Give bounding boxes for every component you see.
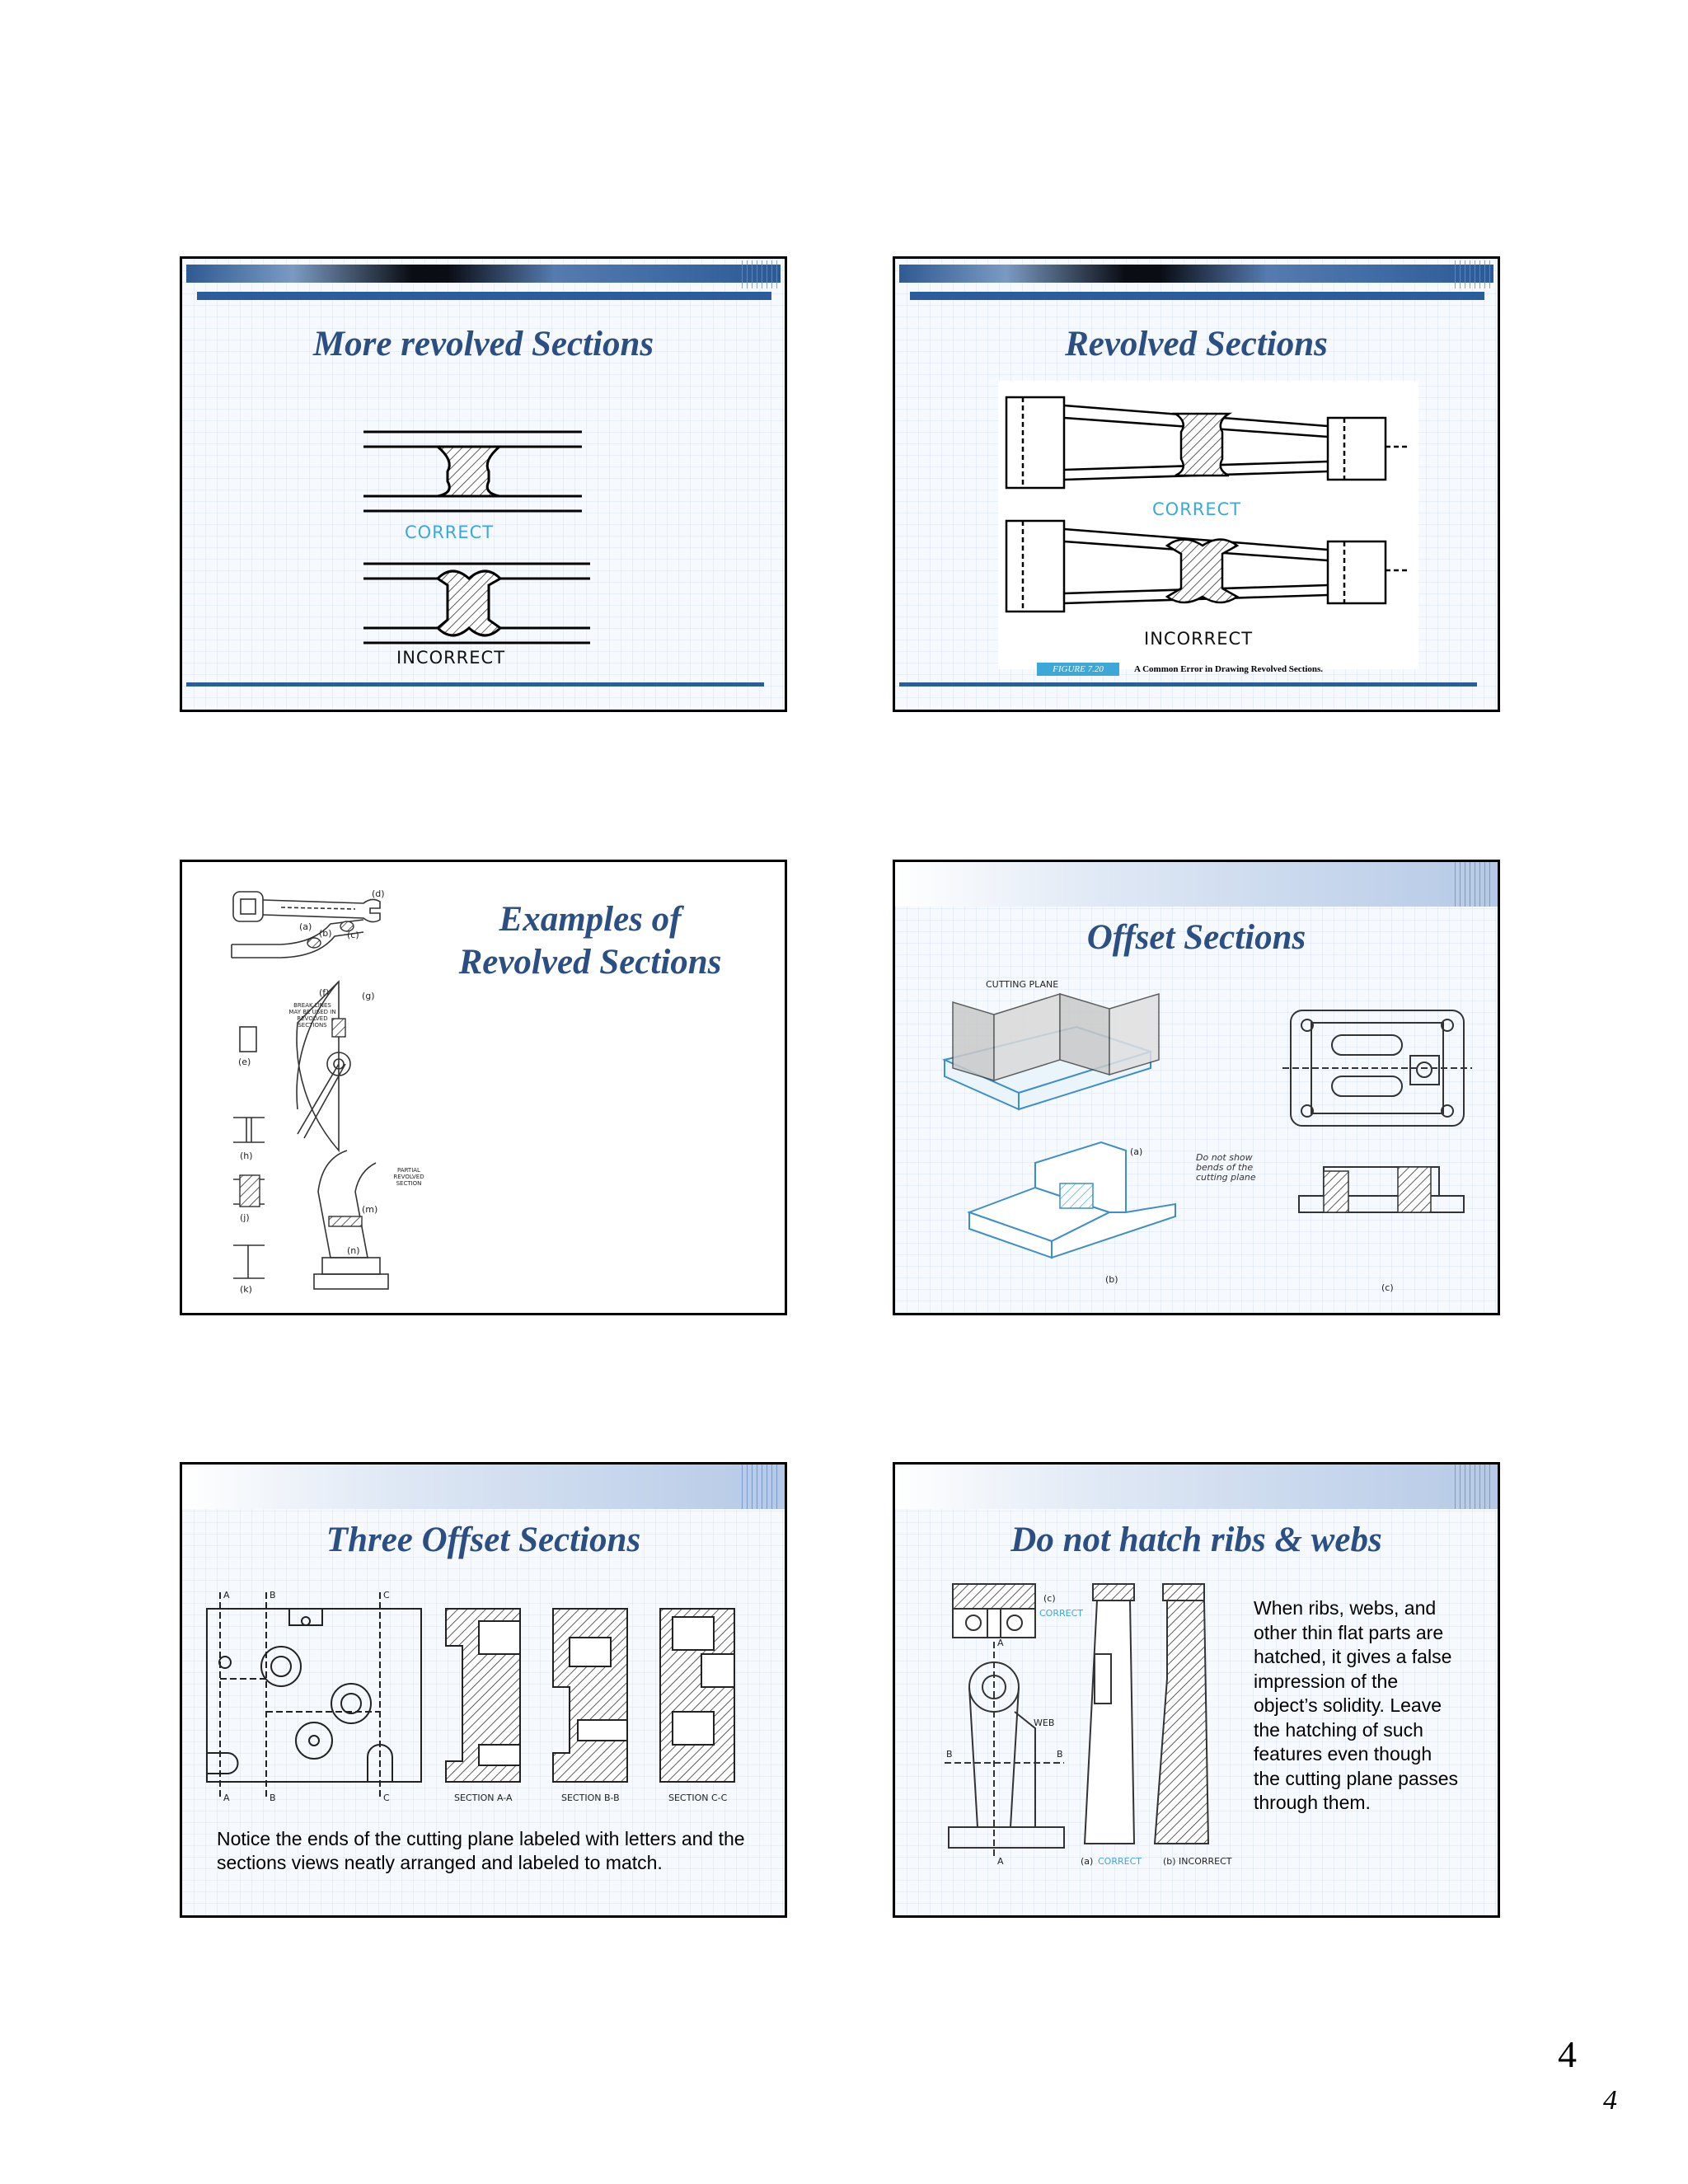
label-h: (h) [240, 1151, 253, 1161]
plane-b-top: B [270, 1590, 276, 1601]
label-a: (a) [1081, 1856, 1093, 1867]
slide-title-line1: Examples of Revolved Sections [458, 900, 722, 982]
plane-c-bottom: C [383, 1793, 390, 1802]
ibeam-figure [363, 430, 590, 644]
slide-title: Do not hatch ribs & webs [1010, 1521, 1382, 1559]
offset-sections-figure: CUTTING PLANE (a) (b) [941, 979, 1472, 1293]
cutting-plane-label: CUTTING PLANE [986, 979, 1058, 990]
label-k: (k) [240, 1284, 252, 1295]
break-lines-note: BREAK LINES MAY BE USED IN REVOLVED SECT… [288, 1002, 336, 1029]
page-number-large: 4 [1558, 2033, 1577, 2075]
slide-examples-revolved: Examples of Revolved Sections [180, 860, 787, 1315]
section-a-a-label: SECTION A-A [454, 1793, 513, 1802]
decor-ticks [1455, 862, 1493, 907]
rib-web-figure: (c) CORRECT WEB A A B B (a) CORRECT (b) … [945, 1583, 1232, 1867]
slide-body-text: When ribs, webs, and other thin flat par… [1254, 1597, 1459, 1813]
slide-ribs-webs: Do not hatch ribs & webs (c) CORRECT [893, 1462, 1500, 1918]
figure-caption: A Common Error in Drawing Revolved Secti… [1134, 664, 1324, 674]
plane-a-top: A [997, 1638, 1004, 1648]
plane-c-top: C [383, 1590, 390, 1601]
label-d: (d) [372, 888, 385, 899]
web-label: WEB [1034, 1718, 1054, 1728]
label-b-incorrect: (b) INCORRECT [1163, 1856, 1232, 1867]
label-g: (g) [362, 991, 375, 1001]
decor-ticks [1455, 1465, 1493, 1509]
slide-header-gradient [182, 1465, 785, 1509]
decor-ticks [742, 260, 780, 288]
slide-header-gradient [895, 1465, 1498, 1509]
section-c-c-label: SECTION C-C [668, 1793, 728, 1802]
slide-sub-bar [197, 292, 771, 300]
label-c: (c) [347, 930, 359, 940]
label-b: (b) [319, 928, 332, 939]
slide-title: More revolved Sections [312, 325, 654, 363]
label-a: (a) [299, 921, 312, 932]
plane-a-bottom: A [223, 1793, 230, 1802]
fig-label-a: (a) [1130, 1146, 1142, 1157]
section-b-b-label: SECTION B-B [561, 1793, 620, 1802]
plane-b-left: B [946, 1749, 953, 1760]
label-c-correct: CORRECT [1039, 1608, 1083, 1619]
three-offset-figure: A B C A B C SECTION A-A SECTION B-B SECT… [206, 1590, 735, 1802]
label-a-correct: CORRECT [1098, 1856, 1142, 1867]
slide-title: Revolved Sections [1065, 325, 1328, 363]
incorrect-label: INCORRECT [396, 648, 506, 668]
revolved-lever-figure [998, 381, 1418, 669]
slide-more-revolved-sections: More revolved Sections CORRECT INCORRECT [180, 256, 787, 712]
page-number-small: 4 [1603, 2085, 1617, 2116]
fig-label-c: (c) [1381, 1282, 1394, 1293]
slide-sub-bar [910, 292, 1484, 300]
correct-label: CORRECT [1152, 499, 1242, 519]
slide-bottom-bar [186, 682, 764, 687]
slide-caption: Notice the ends of the cutting plane lab… [217, 1828, 745, 1873]
incorrect-label: INCORRECT [1144, 629, 1254, 649]
label-m: (m) [362, 1204, 377, 1215]
plane-a-top: A [223, 1590, 230, 1601]
bends-note: Do not show bends of the cutting plane [1196, 1152, 1256, 1183]
label-n: (n) [347, 1245, 360, 1256]
label-f: (f) [319, 987, 329, 998]
slide-three-offset-sections: Three Offset Sections A B C A B C [180, 1462, 787, 1918]
slide-bottom-bar [899, 682, 1477, 687]
fig-label-b: (b) [1105, 1274, 1118, 1285]
plane-b-right: B [1057, 1749, 1063, 1760]
slide-revolved-sections: Revolved Sections CO [893, 256, 1500, 712]
correct-label: CORRECT [405, 523, 495, 542]
label-j: (j) [240, 1212, 250, 1223]
partial-section-note: PARTIAL REVOLVED SECTION [393, 1167, 424, 1187]
slide-header-gradient [895, 862, 1498, 907]
plane-b-bottom: B [270, 1793, 276, 1802]
slide-top-bar [186, 265, 781, 283]
slide-offset-sections: Offset Sections CUTTING PLANE (a) (b) [893, 860, 1500, 1315]
plane-a-bottom: A [997, 1856, 1004, 1867]
label-c: (c) [1043, 1593, 1056, 1604]
decor-ticks [1455, 260, 1493, 288]
decor-ticks [742, 1465, 780, 1509]
slide-title: Offset Sections [1086, 918, 1306, 957]
slide-title: Three Offset Sections [326, 1521, 641, 1559]
label-e: (e) [238, 1057, 251, 1067]
figure-number-badge: FIGURE 7.20 [1037, 663, 1119, 676]
slide-top-bar [899, 265, 1493, 283]
revolved-examples-figure: (a) (b) (c) (d) (e) (f) (g) (h) (j) (k) … [231, 888, 389, 1295]
